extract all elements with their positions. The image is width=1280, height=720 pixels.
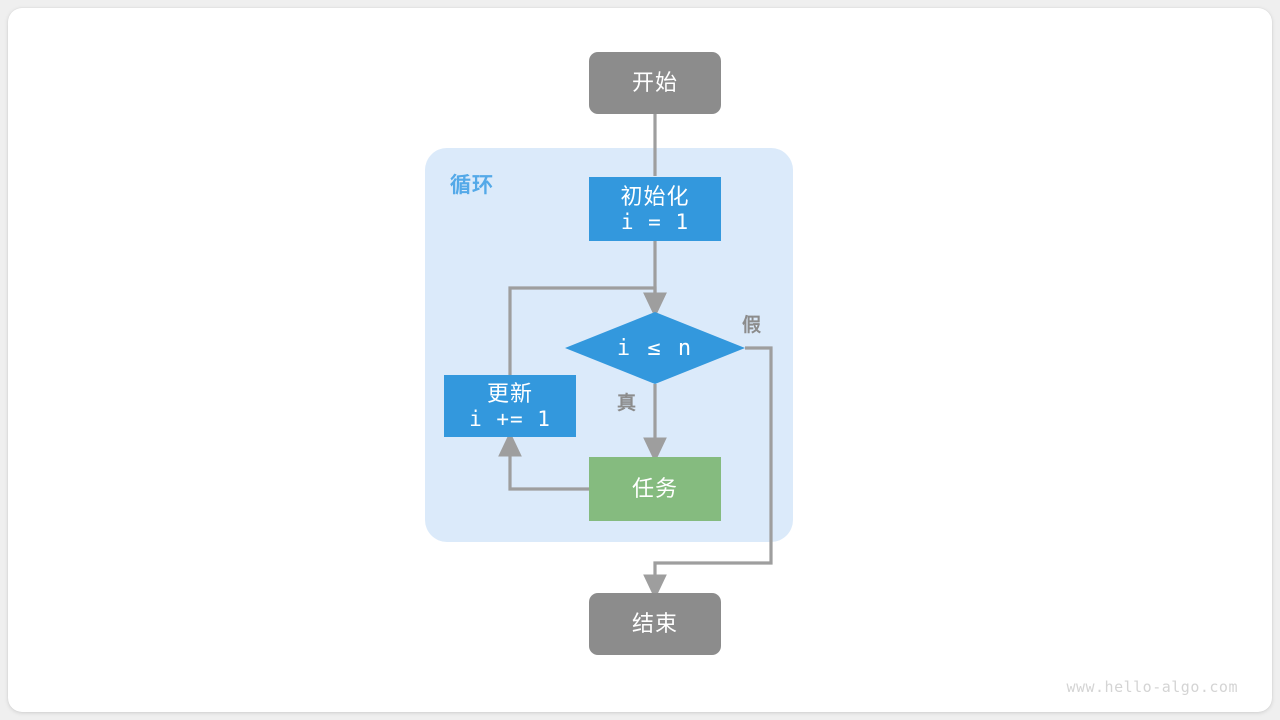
node-end-label: 结束 (631, 611, 678, 637)
edge-label-false: 假 (742, 315, 763, 336)
node-task-label: 任务 (631, 476, 678, 502)
node-end[interactable]: 结束 (589, 593, 721, 655)
node-start-label: 开始 (631, 70, 678, 96)
node-update-expression: i += 1 (469, 406, 551, 431)
loop-group-label: 循环 (450, 174, 494, 197)
node-task[interactable]: 任务 (589, 457, 721, 521)
node-decision[interactable]: i ≤ n (565, 312, 745, 384)
node-initialize-label: 初始化 (620, 183, 690, 209)
watermark: www.hello-algo.com (1066, 678, 1238, 696)
node-start[interactable]: 开始 (589, 52, 721, 114)
node-update[interactable]: 更新 i += 1 (444, 375, 576, 437)
edge-label-true: 真 (617, 393, 638, 414)
node-initialize[interactable]: 初始化 i = 1 (589, 177, 721, 241)
node-initialize-expression: i = 1 (620, 209, 690, 234)
node-decision-label: i ≤ n (616, 335, 694, 361)
node-update-label: 更新 (486, 380, 533, 406)
